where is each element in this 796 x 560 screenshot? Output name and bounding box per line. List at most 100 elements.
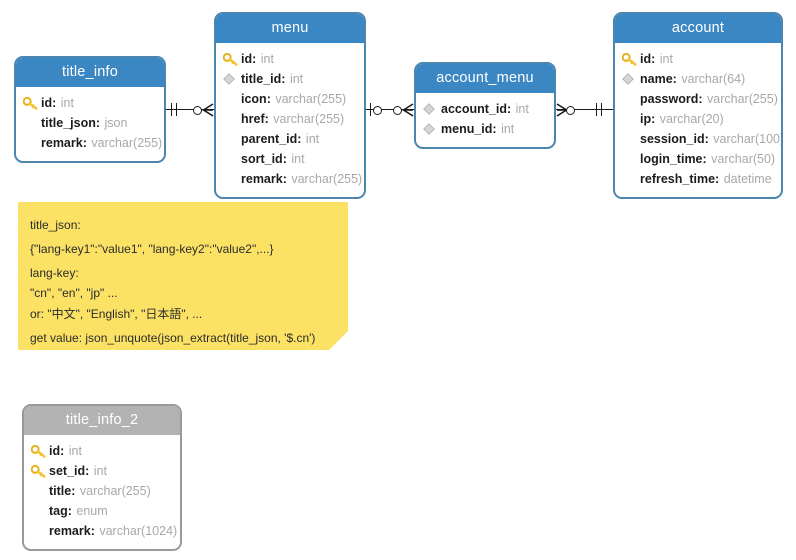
entity-account-menu[interactable]: account_menu account_id: int menu_id: in… <box>414 62 556 149</box>
field-label: session_id: varchar(100) <box>640 131 783 146</box>
note-line: lang-key: <box>30 265 79 280</box>
field-row[interactable]: id: int <box>24 441 180 461</box>
field-icon-none <box>223 92 241 106</box>
field-row[interactable]: name: varchar(64) <box>615 69 781 89</box>
field-icon-none <box>622 112 640 126</box>
field-label: set_id: int <box>49 463 107 478</box>
zero-or-many-crowfoot <box>202 102 214 117</box>
entity-title-info-fields: id: int title_json: json remark: varchar… <box>16 87 164 161</box>
note-line: or: "中文", "English", "日本語", ... <box>30 306 203 321</box>
field-label: account_id: int <box>441 101 529 116</box>
field-row[interactable]: ip: varchar(20) <box>615 109 781 129</box>
field-row[interactable]: set_id: int <box>24 461 180 481</box>
field-row[interactable]: title_json: json <box>16 113 164 133</box>
entity-title-info-header: title_info <box>16 58 164 87</box>
field-row[interactable]: remark: varchar(255) <box>16 133 164 153</box>
field-icon-none <box>223 112 241 126</box>
field-icon-none <box>622 172 640 186</box>
field-row[interactable]: refresh_time: datetime <box>615 169 781 189</box>
field-label: ip: varchar(20) <box>640 111 724 126</box>
field-row[interactable]: account_id: int <box>416 99 554 119</box>
relationship-title-info-menu[interactable] <box>166 100 214 120</box>
entity-account-menu-header: account_menu <box>416 64 554 93</box>
field-label: name: varchar(64) <box>640 71 746 86</box>
entity-account[interactable]: account id: int name: varchar(64) <box>613 12 783 199</box>
field-label: sort_id: int <box>241 151 305 166</box>
connector-line <box>366 109 414 110</box>
relationship-menu-account-menu[interactable] <box>366 100 414 120</box>
zero-or-many-ring <box>193 105 202 115</box>
foreign-key-icon <box>223 72 241 86</box>
entity-menu-header: menu <box>216 14 364 43</box>
field-icon-none <box>622 132 640 146</box>
field-label: icon: varchar(255) <box>241 91 347 106</box>
field-label: remark: varchar(255) <box>41 135 163 150</box>
field-label: title_json: json <box>41 115 128 130</box>
field-label: parent_id: int <box>241 131 320 146</box>
zero-or-many-ring <box>393 105 402 115</box>
field-label: remark: varchar(255) <box>241 171 363 186</box>
entity-menu-fields: id: int title_id: int icon: varchar(255)… <box>216 43 364 197</box>
field-row[interactable]: href: varchar(255) <box>216 109 364 129</box>
field-icon-none <box>23 136 41 150</box>
connector-line <box>556 109 613 110</box>
note-line: title_json: <box>30 217 81 232</box>
field-label: password: varchar(255) <box>640 91 778 106</box>
field-label: id: int <box>241 51 274 66</box>
foreign-key-icon <box>423 122 441 136</box>
field-row[interactable]: tag: enum <box>24 501 180 521</box>
entity-menu[interactable]: menu id: int title_id: int <box>214 12 366 199</box>
field-label: title: varchar(255) <box>49 483 151 498</box>
entity-title-info-2[interactable]: title_info_2 id: int <box>22 404 182 551</box>
field-icon-none <box>223 172 241 186</box>
field-label: tag: enum <box>49 503 108 518</box>
field-label: login_time: varchar(50) <box>640 151 776 166</box>
field-row[interactable]: remark: varchar(255) <box>216 169 364 189</box>
field-row[interactable]: login_time: varchar(50) <box>615 149 781 169</box>
zero-or-one-ring <box>373 105 382 115</box>
field-row[interactable]: sort_id: int <box>216 149 364 169</box>
entity-account-menu-fields: account_id: int menu_id: int <box>416 93 554 147</box>
field-row[interactable]: session_id: varchar(100) <box>615 129 781 149</box>
field-icon-none <box>31 484 49 498</box>
field-label: refresh_time: datetime <box>640 171 772 186</box>
field-row[interactable]: title: varchar(255) <box>24 481 180 501</box>
primary-key-icon <box>622 52 640 66</box>
field-icon-none <box>23 116 41 130</box>
field-row[interactable]: icon: varchar(255) <box>216 89 364 109</box>
entity-account-fields: id: int name: varchar(64) password: varc… <box>615 43 781 197</box>
foreign-key-icon <box>423 102 441 116</box>
field-row[interactable]: id: int <box>216 49 364 69</box>
field-row[interactable]: parent_id: int <box>216 129 364 149</box>
primary-key-icon <box>31 444 49 458</box>
entity-account-header: account <box>615 14 781 43</box>
field-row[interactable]: id: int <box>16 93 164 113</box>
primary-key-icon <box>23 96 41 110</box>
field-row[interactable]: title_id: int <box>216 69 364 89</box>
field-label: id: int <box>640 51 673 66</box>
field-row[interactable]: id: int <box>615 49 781 69</box>
field-label: remark: varchar(1024) <box>49 523 178 538</box>
field-icon-none <box>622 152 640 166</box>
field-icon-none <box>223 152 241 166</box>
field-icon-none <box>31 524 49 538</box>
field-row[interactable]: menu_id: int <box>416 119 554 139</box>
field-label: menu_id: int <box>441 121 515 136</box>
field-row[interactable]: remark: varchar(1024) <box>24 521 180 541</box>
field-icon-none <box>622 92 640 106</box>
field-label: href: varchar(255) <box>241 111 345 126</box>
zero-or-many-crowfoot <box>402 102 414 117</box>
one-and-only-one-notation <box>601 103 602 116</box>
title-json-note[interactable]: title_json: {"lang-key1":"value1", "lang… <box>18 202 348 350</box>
zero-or-many-ring <box>566 105 575 115</box>
entity-title-info-2-fields: id: int set_id: int title: varchar(255) … <box>24 435 180 549</box>
field-row[interactable]: password: varchar(255) <box>615 89 781 109</box>
zero-or-one-notation <box>370 103 371 116</box>
connector-line <box>166 109 214 110</box>
field-label: title_id: int <box>241 71 304 86</box>
field-icon-none <box>223 132 241 146</box>
field-label: id: int <box>41 95 74 110</box>
entity-title-info[interactable]: title_info id: int title_json: json rema… <box>14 56 166 163</box>
note-line: get value: json_unquote(json_extract(tit… <box>30 330 316 345</box>
relationship-account-menu-account[interactable] <box>556 100 613 120</box>
